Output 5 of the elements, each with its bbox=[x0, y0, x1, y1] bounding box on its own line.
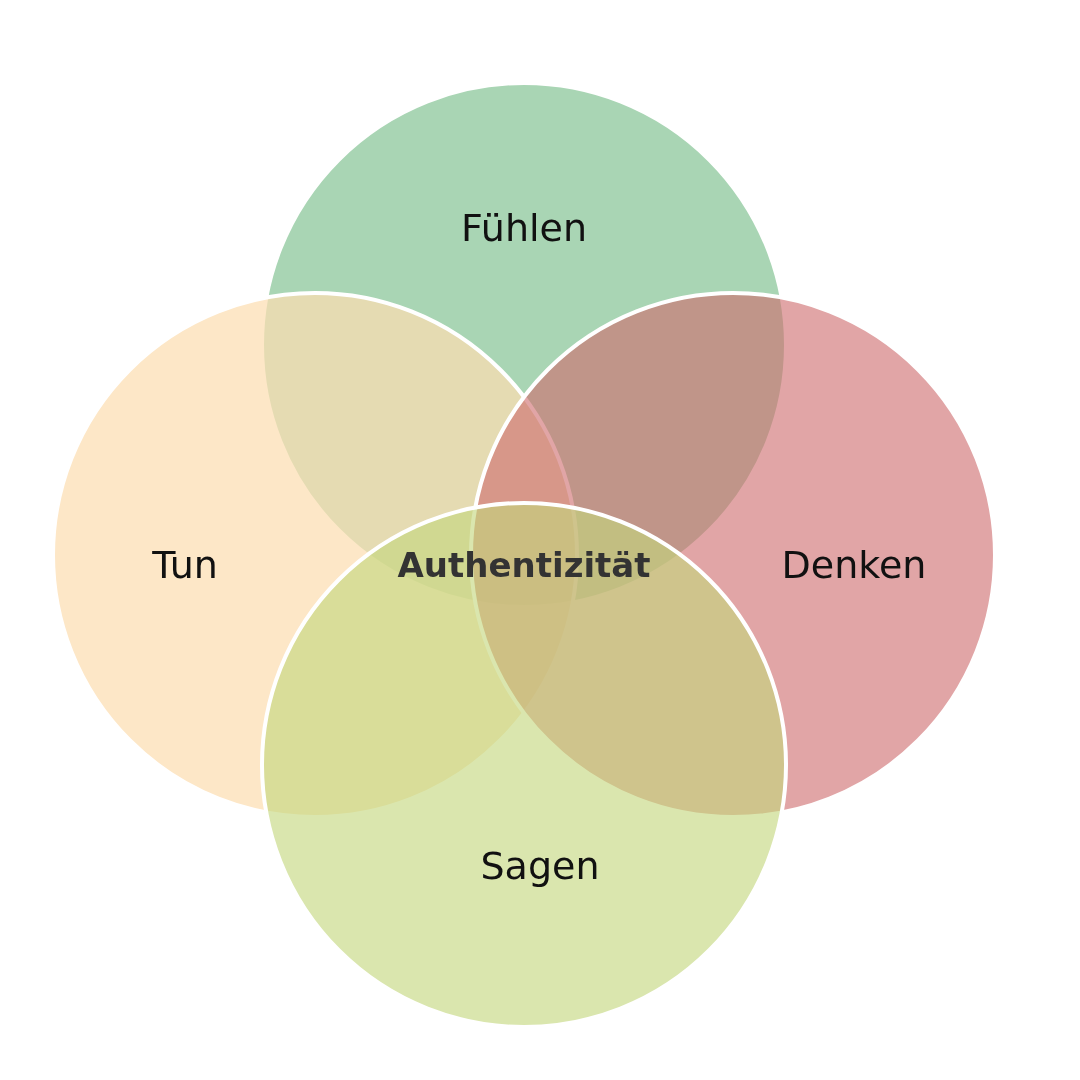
center-label: Authentizität bbox=[397, 545, 651, 585]
circle-label: Tun bbox=[152, 543, 218, 587]
circle-label: Denken bbox=[781, 543, 927, 587]
circle-label: Fühlen bbox=[461, 206, 587, 250]
circle-label: Sagen bbox=[480, 844, 600, 888]
